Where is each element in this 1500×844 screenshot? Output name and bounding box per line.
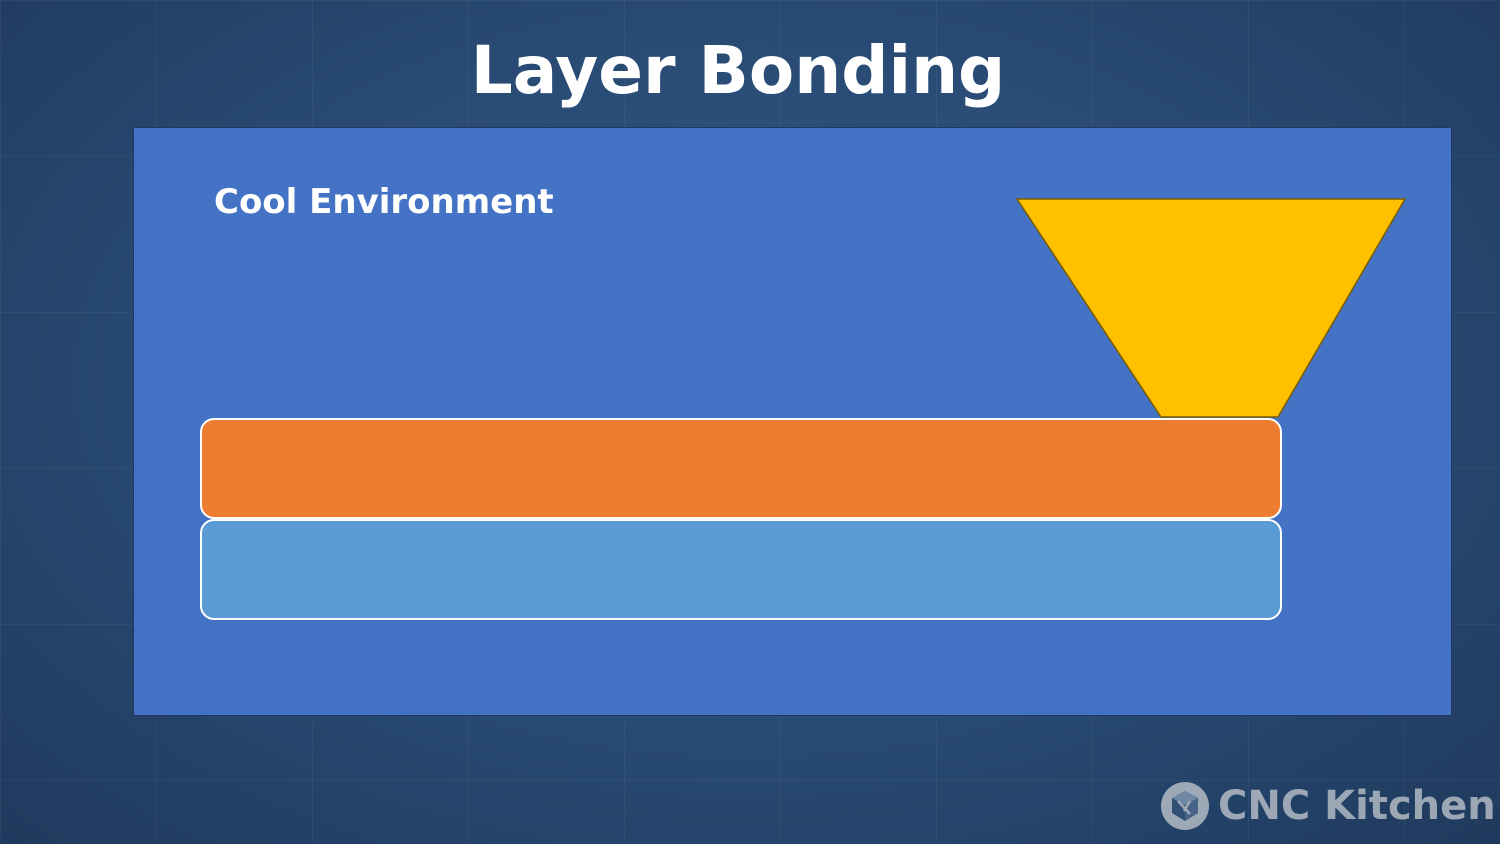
top-layer bbox=[200, 418, 1282, 519]
nozzle-triangle bbox=[1016, 198, 1407, 418]
environment-label: Cool Environment bbox=[214, 182, 554, 222]
diagram-panel: Cool Environment bbox=[133, 127, 1452, 716]
nozzle-shape bbox=[1016, 198, 1407, 418]
cnc-kitchen-cube-icon bbox=[1161, 782, 1209, 830]
slide-title: Layer Bonding bbox=[470, 32, 1006, 109]
bottom-layer bbox=[200, 519, 1282, 620]
brand-logo-text: CNC Kitchen bbox=[1218, 783, 1496, 829]
brand-logo: CNC Kitchen bbox=[1160, 779, 1496, 833]
